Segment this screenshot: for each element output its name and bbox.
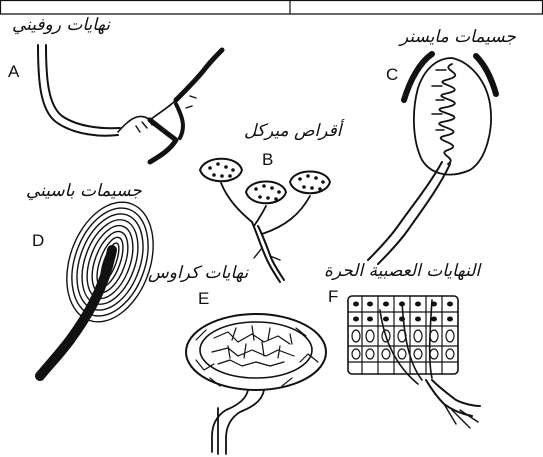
panel-c-label: جسيمات مايسنر: [398, 27, 516, 47]
panel-a-label: نهايات روفيني: [12, 15, 111, 35]
panel-b-letter: B: [262, 150, 273, 169]
panel-a-ruffini: A نهايات روفيني: [8, 15, 222, 162]
panel-c-meissner: C جسيمات مايسنر: [368, 27, 516, 264]
panel-e-label: نهايات كراوس: [148, 263, 249, 283]
top-table-border: [0, 0, 543, 14]
panel-a-letter: A: [8, 62, 20, 81]
panel-f-letter: F: [328, 287, 338, 306]
panel-c-letter: C: [386, 65, 398, 84]
panel-b-label: أقراص ميركل: [244, 119, 345, 141]
panel-d-letter: D: [32, 231, 44, 250]
panel-b-merkel: B أقراص ميركل: [200, 119, 345, 282]
panel-f-free-endings: F النهايات العصبية الحرة: [324, 261, 482, 428]
cell-nuclei-lower: [352, 330, 454, 359]
panel-f-label: النهايات العصبية الحرة: [324, 261, 482, 281]
panel-d-label: جسيمات باسيني: [26, 181, 142, 201]
panel-e-letter: E: [198, 289, 209, 308]
panel-e-krause: E نهايات كراوس: [148, 263, 326, 454]
